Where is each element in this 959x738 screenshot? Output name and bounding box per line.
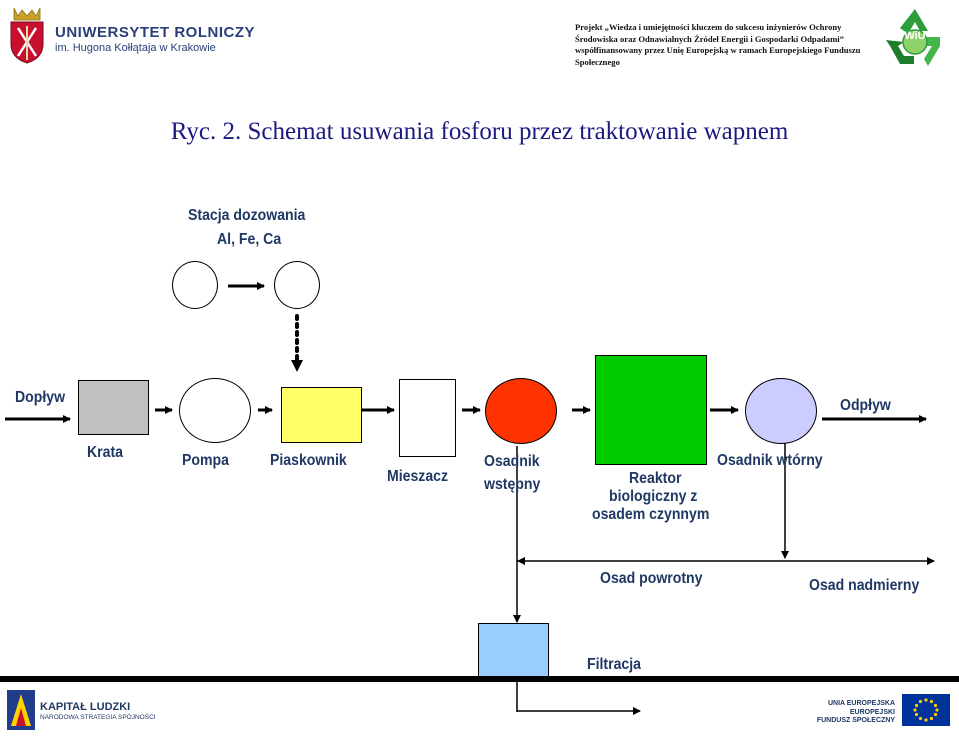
reactor-label-1: Reaktor — [629, 470, 682, 487]
eu-text-line-1: UNIA EUROPEJSKA — [827, 700, 895, 707]
mixer-box — [399, 379, 456, 457]
eu-fund-text: UNIA EUROPEJSKA EUROPEJSKI FUNDUSZ SPOŁE… — [810, 700, 895, 726]
grit-chamber-box — [281, 387, 362, 443]
kapital-ludzki-logo-icon — [5, 688, 37, 732]
kapital-ludzki-title: KAPITAŁ LUDZKI — [40, 701, 131, 713]
eu-flag-icon — [902, 694, 950, 726]
secondary-clarifier-circle — [745, 378, 817, 444]
reactor-box — [595, 355, 707, 465]
mixer-label: Mieszacz — [387, 468, 449, 485]
screen-label: Krata — [87, 444, 123, 461]
filtration-box — [478, 623, 549, 680]
dosing-tank-1 — [172, 261, 218, 309]
inflow-label: Dopływ — [15, 389, 66, 406]
university-crest-icon — [8, 4, 46, 64]
return-sludge-left-head — [517, 557, 525, 565]
outflow-label: Odpływ — [840, 397, 891, 414]
footer-divider — [0, 676, 959, 682]
primary-clarifier-label-1: Osadnik — [484, 453, 540, 470]
primary-clarifier-circle — [485, 378, 557, 444]
primary-clarifier-label-2: wstępny — [484, 476, 541, 493]
dosing-station-chemicals: Al, Fe, Ca — [217, 231, 282, 248]
wiu-logo-text: WiU — [904, 30, 926, 42]
wiu-recycling-logo-icon — [880, 6, 950, 68]
university-subtitle: im. Hugona Kołłątaja w Krakowie — [55, 42, 216, 54]
excess-sludge-label: Osad nadmierny — [809, 577, 920, 594]
dosing-station-label: Stacja dozowania — [188, 207, 306, 224]
eu-text-line-2: EUROPEJSKI — [849, 708, 895, 716]
dosing-dotted-arrowhead — [291, 360, 303, 372]
eu-text-line-3: FUNDUSZ SPOŁECZNY — [816, 717, 895, 724]
filtration-label: Filtracja — [587, 656, 641, 673]
reactor-label-3: osadem czynnym — [592, 506, 710, 523]
reactor-label-2: biologiczny z — [609, 488, 698, 505]
secondary-clarifier-label: Osadnik wtórny — [717, 452, 823, 469]
project-description: Projekt „Wiedza i umiejętności kluczem d… — [575, 22, 861, 67]
kapital-ludzki-subtitle: NARODOWA STRATEGIA SPÓJNOŚCI — [40, 714, 156, 721]
figure-title: Ryc. 2. Schemat usuwania fosforu przez t… — [170, 118, 789, 145]
grit-chamber-label: Piaskownik — [270, 452, 347, 469]
return-sludge-label: Osad powrotny — [600, 570, 703, 587]
pump-label: Pompa — [182, 452, 229, 469]
screen-box — [78, 380, 149, 435]
university-name: UNIWERSYTET ROLNICZY — [55, 24, 255, 41]
pump-circle — [179, 378, 251, 443]
dosing-tank-2 — [274, 261, 320, 309]
